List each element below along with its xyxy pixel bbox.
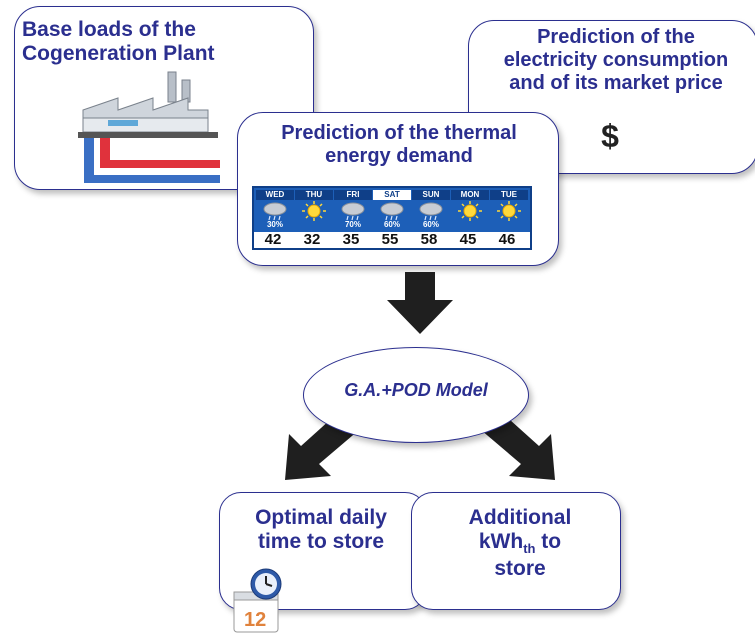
sun-icon [302, 201, 326, 221]
forecast-day-fri: FRI [334, 190, 372, 200]
forecast-day-wed: WED [256, 190, 294, 200]
forecast-day-tue: TUE [490, 190, 528, 200]
rain-cloud-icon [341, 202, 365, 221]
cogeneration-plant-icon [78, 71, 220, 183]
base-loads-title-line1: Base loads of the [22, 18, 196, 41]
dollar-icon: $ [601, 118, 619, 154]
additional-title-line3: store [494, 557, 546, 581]
forecast-day-thu: THU [295, 190, 333, 200]
thermal-title-line1: Prediction of the thermal [281, 122, 517, 144]
forecast-temp-sat: 55 [381, 231, 399, 248]
thermal-title-line2: energy demand [325, 145, 473, 167]
forecast-precip-fri: 70% [344, 220, 361, 229]
kwh-text: kWh [478, 530, 524, 554]
forecast-day-mon: MON [451, 190, 489, 200]
forecast-temp-tue: 46 [498, 231, 516, 248]
down-arrow-icon [387, 272, 453, 334]
forecast-precip-sat: 60% [383, 220, 400, 229]
electricity-title-line3: and of its market price [509, 72, 723, 94]
rain-cloud-icon [263, 202, 287, 221]
clock-calendar-icon: 12 [233, 568, 282, 633]
base-loads-title-line2: Cogeneration Plant [22, 42, 215, 66]
additional-kwh-box [411, 492, 621, 610]
forecast-temp-mon: 45 [459, 231, 477, 248]
th-subscript: th [523, 541, 536, 557]
forecast-temp-fri: 35 [342, 231, 360, 248]
svg-text:12: 12 [244, 609, 266, 631]
rain-cloud-icon [380, 202, 404, 221]
to-text: to [535, 530, 562, 554]
down-right-arrow-icon [481, 410, 555, 480]
optimal-title-line2: time to store [257, 530, 385, 554]
additional-title-line2: kWhth to [430, 530, 610, 557]
additional-kwh-title: Additional kWhth to store [430, 506, 610, 581]
forecast-day-sat: SAT [373, 190, 411, 200]
sun-icon [458, 201, 482, 221]
additional-title-line1: Additional [468, 506, 572, 529]
forecast-precip-sun: 60% [422, 220, 439, 229]
forecast-temp-wed: 42 [264, 231, 282, 248]
model-ellipse [303, 347, 529, 443]
model-label: G.A.+POD Model [344, 380, 488, 400]
forecast-temperatures: 42 32 35 55 58 45 46 [254, 231, 530, 248]
rain-cloud-icon [419, 202, 443, 221]
forecast-precip-wed: 30% [266, 220, 283, 229]
electricity-title-line1: Prediction of the [537, 26, 695, 48]
forecast-temp-sun: 58 [420, 231, 438, 248]
electricity-title-line2: electricity consumption [503, 49, 729, 71]
forecast-day-sun: SUN [412, 190, 450, 200]
base-loads-title: Base loads of the Cogeneration Plant [22, 18, 272, 66]
electricity-prediction-title: Prediction of the electricity consumptio… [471, 26, 755, 95]
forecast-temp-thu: 32 [303, 231, 321, 248]
sun-icon [497, 201, 521, 221]
thermal-prediction-title: Prediction of the thermal energy demand [244, 122, 554, 168]
optimal-title-line1: Optimal daily [255, 506, 387, 529]
optimal-time-title: Optimal daily time to store [226, 506, 416, 554]
